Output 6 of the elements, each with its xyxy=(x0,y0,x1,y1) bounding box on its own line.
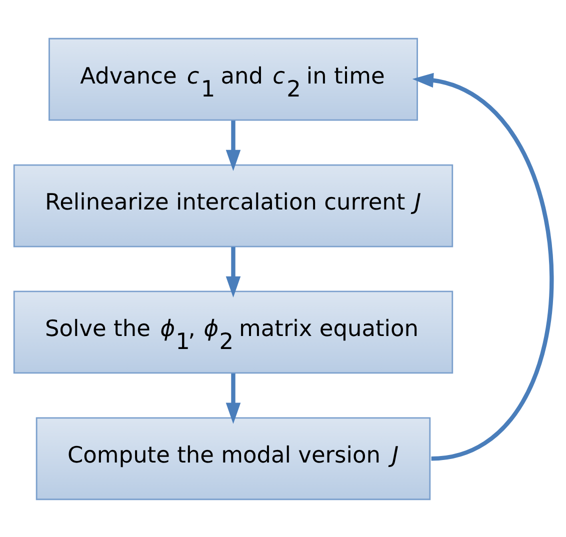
arrow xyxy=(226,372,241,424)
arrow xyxy=(226,120,241,171)
arrow xyxy=(412,72,554,460)
node-box: Relinearize intercalation current J xyxy=(13,164,454,247)
arrow xyxy=(226,246,241,297)
node-box: Compute the modal version J xyxy=(36,416,431,500)
